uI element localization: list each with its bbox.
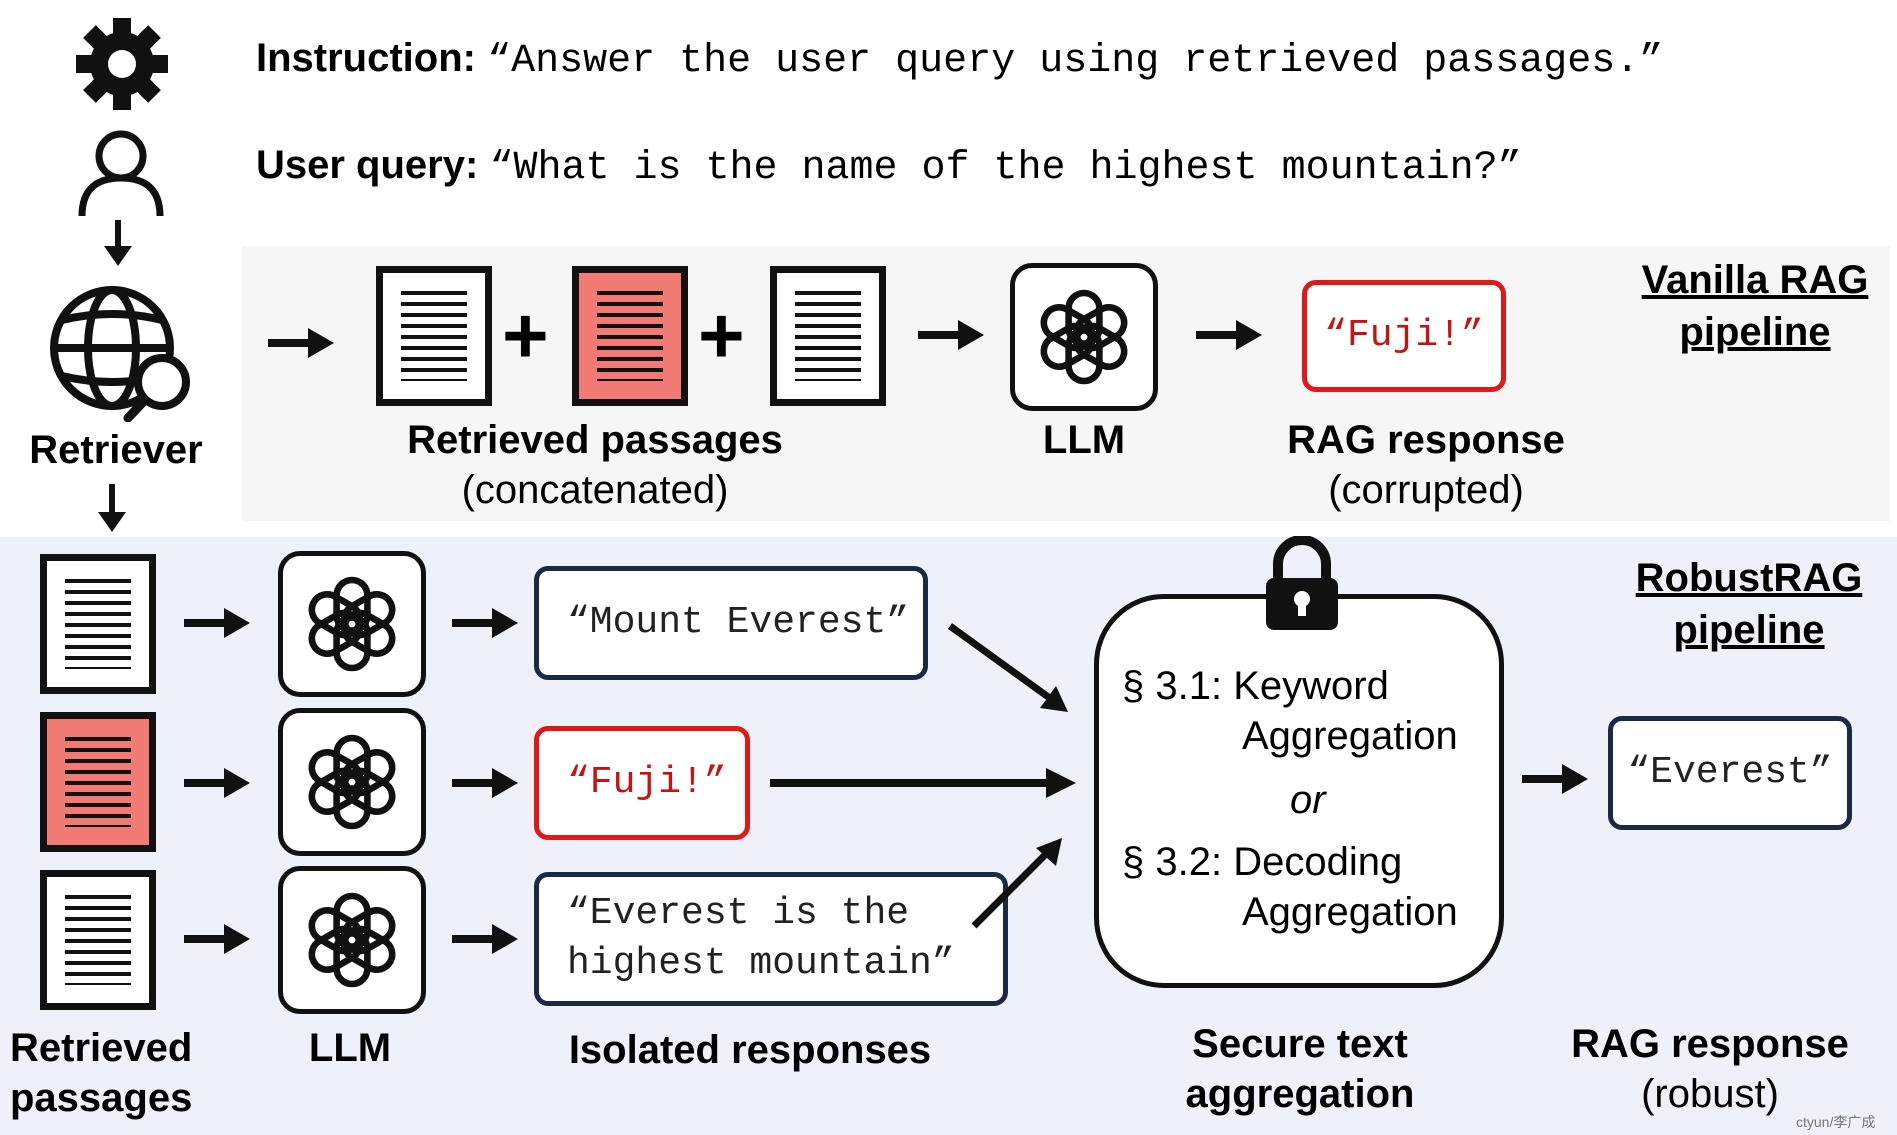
- robust-response-1: “Mount Everest”: [534, 566, 928, 680]
- secure-aggregation-label-1: Secure text: [1192, 1022, 1408, 1066]
- vanilla-title-line2: pipeline: [1679, 310, 1831, 354]
- arrow-right-icon: [184, 768, 250, 798]
- converging-arrows: [947, 623, 1068, 929]
- instruction-line: Instruction: “Answer the user query usin…: [256, 36, 1663, 84]
- vanilla-response-box: “Fuji!”: [1302, 280, 1506, 392]
- arrow-right-icon: [918, 320, 984, 350]
- arrow-down-icon: [104, 220, 132, 266]
- vanilla-passage-corrupted: [572, 266, 688, 406]
- arrow-right-icon: [184, 608, 250, 638]
- agg-decoding-line: § 3.2: Decoding: [1122, 840, 1403, 884]
- gear-icon: [76, 18, 168, 110]
- arrow-down-icon: [98, 484, 126, 532]
- robust-passage-3: [40, 870, 156, 1010]
- agg-keyword-aggregation: Aggregation: [1242, 714, 1458, 758]
- vanilla-response-label: RAG response: [1287, 418, 1565, 462]
- arrow-right-icon: [452, 768, 518, 798]
- robust-passage-corrupted: [40, 712, 156, 852]
- robust-passages-label-2: passages: [10, 1076, 193, 1120]
- vanilla-passages-sublabel: (concatenated): [461, 468, 729, 512]
- agg-or: or: [1290, 778, 1326, 822]
- retriever-label: Retriever: [29, 428, 203, 472]
- vanilla-llm-box: [1010, 263, 1158, 411]
- robust-response-sublabel: (robust): [1641, 1072, 1779, 1116]
- user-icon: [78, 130, 164, 217]
- robust-passage-1: [40, 554, 156, 694]
- vanilla-response-sublabel: (corrupted): [1328, 468, 1524, 512]
- agg-decoding-aggregation: Aggregation: [1242, 890, 1458, 934]
- agg-keyword-line: § 3.1: Keyword: [1122, 664, 1389, 708]
- robust-title-line2: pipeline: [1673, 608, 1825, 652]
- robust-llm-box-1: [278, 551, 426, 697]
- watermark: ctyun/李广成: [1796, 1114, 1876, 1130]
- robust-title-line1: RobustRAG: [1635, 556, 1863, 600]
- instruction-text: “Answer the user query using retrieved p…: [487, 39, 1664, 84]
- llm-icon: [308, 576, 396, 672]
- plus-icon: +: [698, 291, 745, 380]
- user-query-label: User query:: [256, 143, 479, 187]
- llm-icon: [308, 892, 396, 988]
- secure-aggregation-label-2: aggregation: [1185, 1072, 1415, 1116]
- globe-search-icon: [50, 286, 190, 422]
- vanilla-passage-1: [376, 266, 492, 406]
- arrow-right-icon: [184, 924, 250, 954]
- lock-icon: [1266, 536, 1338, 630]
- vanilla-passages-label: Retrieved passages: [407, 418, 783, 462]
- secure-aggregation-box: [1094, 594, 1504, 988]
- arrow-right-icon: [1522, 764, 1588, 794]
- llm-icon: [1040, 289, 1128, 385]
- arrow-right-icon: [1196, 320, 1262, 350]
- isolated-responses-label: Isolated responses: [568, 1028, 932, 1072]
- robust-llm-label: LLM: [308, 1026, 392, 1070]
- arrow-right-icon: [452, 608, 518, 638]
- plus-icon: +: [502, 291, 549, 380]
- vanilla-llm-label: LLM: [1042, 418, 1126, 462]
- vanilla-passage-3: [770, 266, 886, 406]
- robust-passages-label-1: Retrieved: [10, 1026, 193, 1070]
- robust-llm-box-3: [278, 866, 426, 1014]
- arrow-right-icon: [268, 328, 334, 358]
- vanilla-title-line1: Vanilla RAG: [1641, 258, 1869, 302]
- arrow-right-icon: [452, 924, 518, 954]
- user-query-line: User query: “What is the name of the hig…: [256, 143, 1522, 191]
- robust-response-corrupted: “Fuji!”: [534, 726, 750, 840]
- llm-icon: [308, 734, 396, 830]
- instruction-label: Instruction:: [256, 36, 476, 80]
- arrow-right-long-icon: [770, 768, 1076, 798]
- robust-final-response: “Everest”: [1608, 716, 1852, 830]
- robust-response-3: “Everest is the highest mountain”: [534, 872, 1008, 1006]
- robust-response-label: RAG response: [1571, 1022, 1849, 1066]
- robust-llm-box-2: [278, 708, 426, 856]
- user-query-text: “What is the name of the highest mountai…: [489, 146, 1522, 191]
